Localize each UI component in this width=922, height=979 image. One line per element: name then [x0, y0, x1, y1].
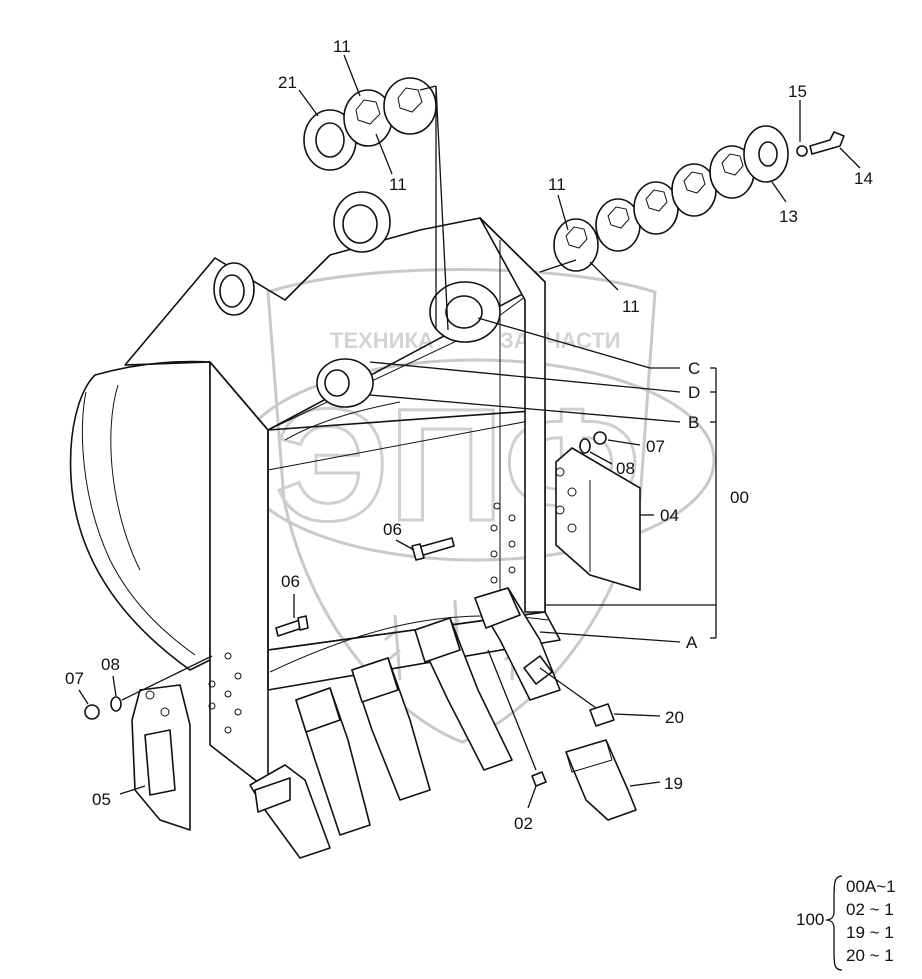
kit-brace	[825, 875, 843, 971]
bucket-body	[69, 191, 561, 791]
watermark-text-left: ТЕХНИКА	[330, 328, 434, 353]
callout-19: 19	[664, 774, 683, 793]
bolt-14-icon	[809, 131, 845, 155]
kit-item: 19 ~ 1	[846, 923, 894, 942]
kit-label: 100	[796, 910, 824, 929]
left-side-plate	[209, 361, 269, 791]
callout-D: D	[688, 383, 700, 402]
leader-lines	[78, 54, 861, 809]
washer-08-left	[110, 696, 122, 712]
side-cutter-right	[555, 447, 641, 591]
shim-11-b	[383, 77, 437, 135]
teeth	[249, 587, 561, 859]
nut-07-left	[84, 704, 100, 720]
callout-08: 08	[101, 655, 120, 674]
kit-item: 20 ~ 1	[846, 946, 894, 965]
callout-00: 00	[730, 488, 749, 507]
callout-11: 11	[622, 297, 640, 316]
right-side-plate	[479, 217, 546, 613]
callout-08: 08	[616, 459, 635, 478]
callout-11: 11	[333, 37, 351, 56]
side-cutter-left	[131, 684, 191, 831]
kit-composition: 100 00A~1 02 ~ 1 19 ~ 1 20 ~ 1	[796, 875, 896, 971]
callout-11: 11	[548, 175, 566, 194]
tooth-19-icon	[565, 739, 637, 821]
pin-02-icon	[531, 771, 547, 787]
shim-11-c	[553, 218, 599, 272]
callout-11: 11	[389, 175, 407, 194]
pin-20-icon	[589, 703, 615, 727]
right-bolt-holes	[490, 502, 516, 584]
callout-A: A	[686, 633, 698, 652]
callout-15: 15	[788, 82, 807, 101]
washer-08-right	[579, 438, 591, 454]
callout-C: C	[688, 359, 700, 378]
callout-06: 06	[383, 520, 402, 539]
kit-item: 02 ~ 1	[846, 900, 894, 919]
nut-07-right	[593, 431, 607, 445]
callout-20: 20	[665, 708, 684, 727]
right-washers	[553, 125, 845, 272]
watermark-text-right: ЗАПЧАСТИ	[500, 328, 621, 353]
callout-07: 07	[646, 437, 665, 456]
side-cutter-04	[555, 447, 641, 591]
bucket-shell	[69, 360, 211, 671]
pin-insert	[523, 655, 553, 685]
callout-04: 04	[660, 506, 679, 525]
washer-15-icon	[796, 145, 808, 157]
side-cutter-05	[131, 684, 191, 831]
kit-item: 00A~1	[846, 877, 896, 896]
left-bolt-holes	[208, 652, 242, 734]
callout-06: 06	[281, 572, 300, 591]
top-washers	[303, 77, 437, 171]
callout-13: 13	[779, 207, 798, 226]
callout-labels: 11 21 11 11 11 15 14 13 C D B A 00 07 08…	[65, 37, 873, 833]
callout-14: 14	[854, 169, 873, 188]
callout-21: 21	[278, 73, 297, 92]
callout-05: 05	[92, 790, 111, 809]
watermark-shield	[266, 268, 657, 744]
callout-07: 07	[65, 669, 84, 688]
callout-02: 02	[514, 814, 533, 833]
callout-B: B	[688, 413, 699, 432]
